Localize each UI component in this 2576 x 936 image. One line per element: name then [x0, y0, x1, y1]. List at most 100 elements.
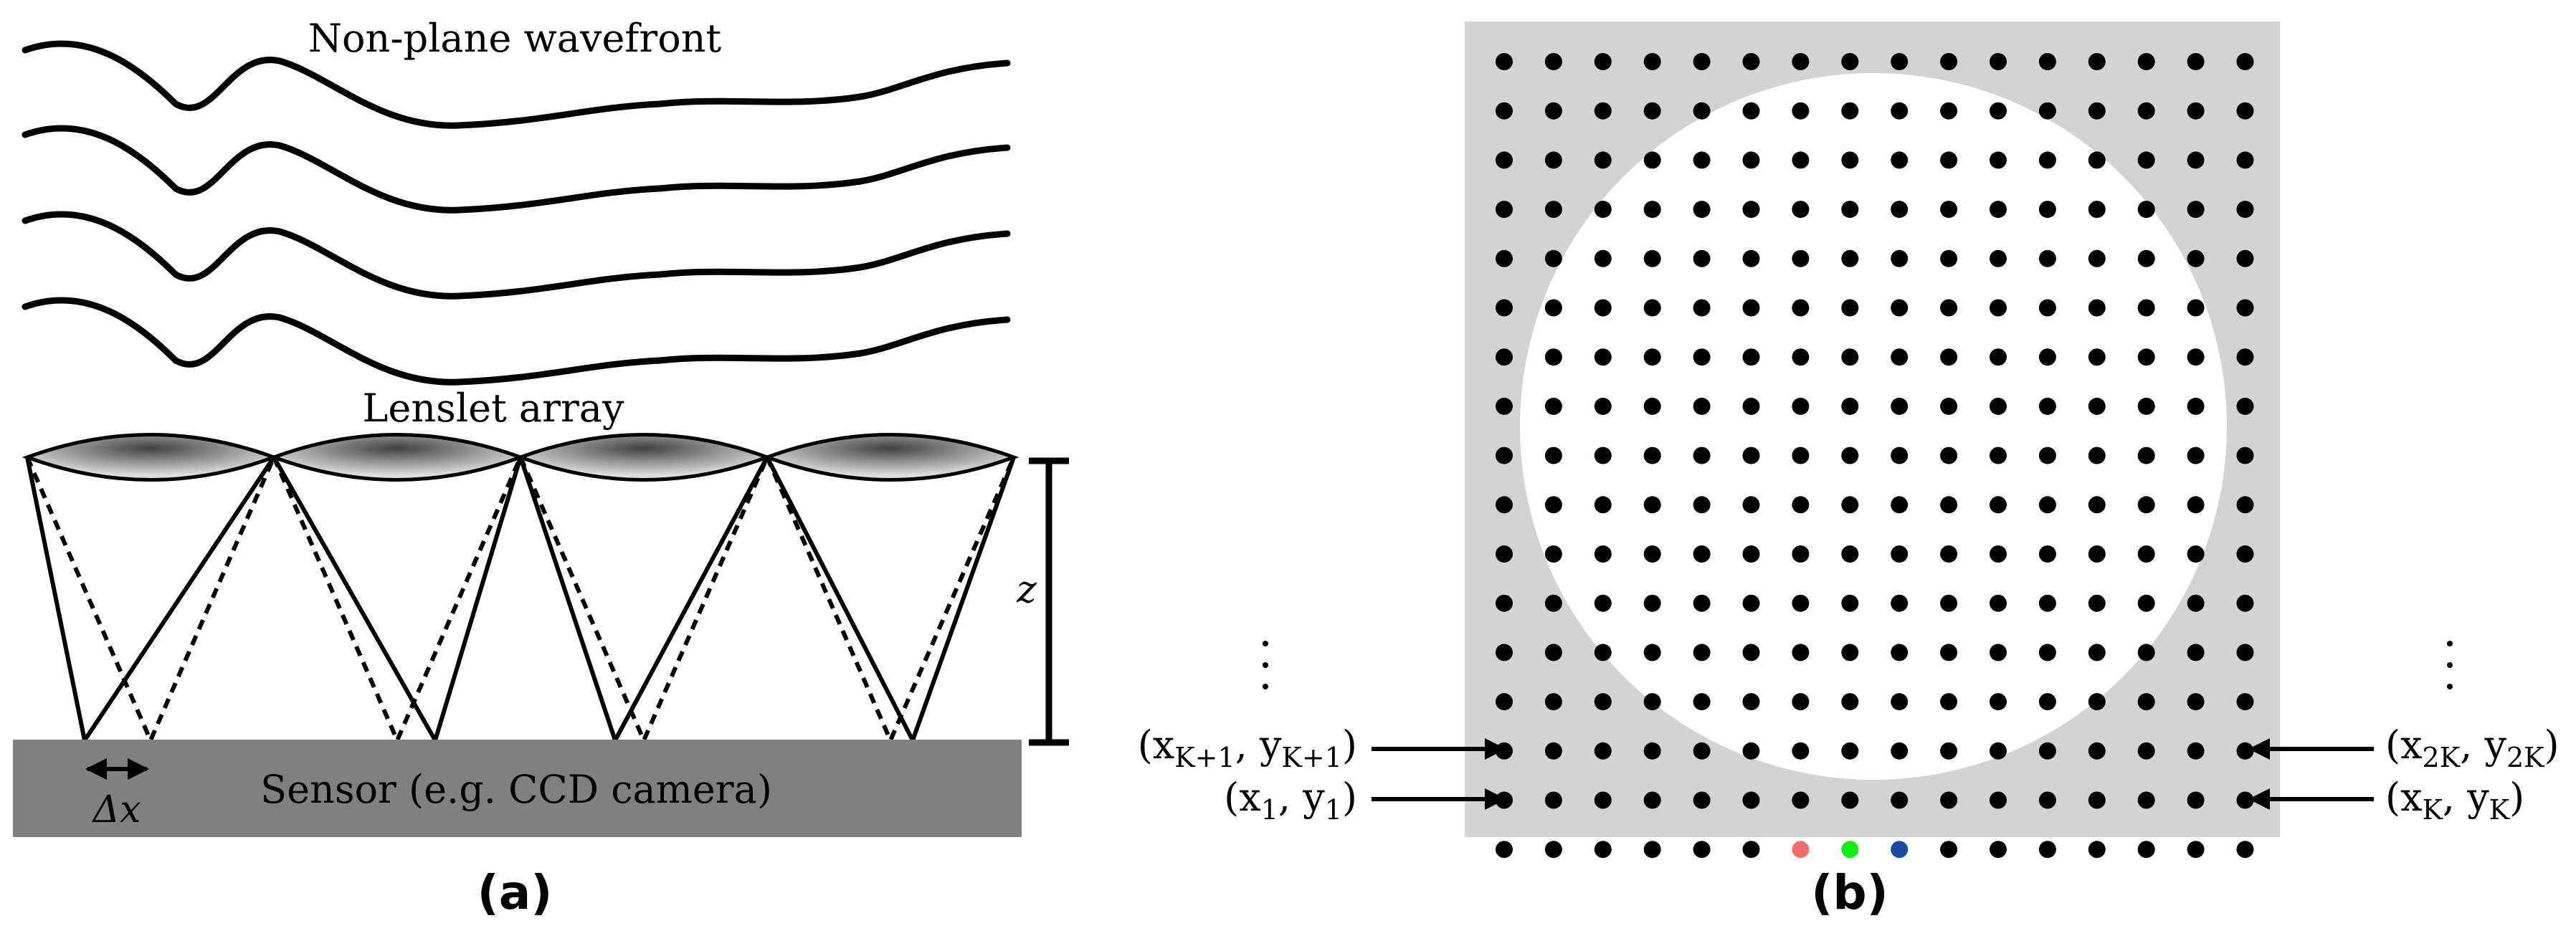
spot [1643, 151, 1661, 169]
spot [1891, 594, 1909, 612]
spot [1891, 249, 1909, 267]
ray-cone-4 [765, 456, 1016, 746]
spot [2137, 791, 2155, 809]
spot [1643, 594, 1661, 612]
spot [1990, 841, 2007, 859]
spot [1594, 742, 1612, 760]
spot [2038, 249, 2056, 267]
spot [2236, 201, 2254, 219]
spot [2236, 102, 2254, 120]
spot [2038, 496, 2056, 514]
spot [1891, 742, 1909, 760]
panel-b: (xK+1, yK+1) (x1, y1) (x2K, y2K) (xK, yK… [1138, 22, 2560, 920]
spot [2187, 201, 2205, 219]
spot [2187, 693, 2205, 711]
spot [2038, 397, 2056, 415]
spot [2088, 53, 2106, 70]
spot [2187, 791, 2205, 809]
panel-a: Non-plane wavefront Lenslet array [13, 16, 1069, 920]
spot [1496, 201, 1513, 219]
spot [1693, 693, 1711, 711]
spot [1643, 299, 1661, 317]
spot [1891, 545, 1909, 563]
spot [1594, 594, 1612, 612]
spot [2088, 496, 2106, 514]
spot [1693, 348, 1711, 366]
dx-label: Δx [92, 788, 141, 831]
spot [2088, 397, 2106, 415]
spot [1792, 348, 1810, 366]
label-right-top: (x2K, y2K) [2385, 722, 2560, 773]
spot [1940, 201, 1958, 219]
spot [1594, 201, 1612, 219]
spot [2187, 644, 2205, 662]
spot [1496, 644, 1513, 662]
spot [1841, 53, 1859, 70]
spot [1990, 496, 2007, 514]
spot [1940, 299, 1958, 317]
spot [1891, 446, 1909, 464]
label-left-bottom: (x1, y1) [1224, 775, 1357, 826]
spot [2038, 299, 2056, 317]
spot [1990, 644, 2007, 662]
ellipsis-right [2447, 641, 2453, 689]
spot [1544, 791, 1562, 809]
spot [1594, 249, 1612, 267]
spot [1544, 644, 1562, 662]
spot [1891, 299, 1909, 317]
spot [2038, 791, 2056, 809]
wavefront-title: Non-plane wavefront [308, 16, 722, 61]
spot [1940, 151, 1958, 169]
spot [2088, 742, 2106, 760]
spot [2088, 693, 2106, 711]
spot [1742, 348, 1760, 366]
spot [1940, 742, 1958, 760]
spot [2038, 446, 2056, 464]
z-dimension [1029, 457, 1069, 746]
spot [1594, 791, 1612, 809]
spot [2137, 693, 2155, 711]
spot [1544, 397, 1562, 415]
lenslet-4 [761, 433, 1020, 482]
spot [1496, 348, 1513, 366]
spot [1742, 151, 1760, 169]
spot [1643, 446, 1661, 464]
highlighted-spot [1792, 841, 1810, 859]
spot [1990, 53, 2007, 70]
spot [2038, 742, 2056, 760]
spot [1841, 545, 1859, 563]
spot [1940, 791, 1958, 809]
spot [2236, 53, 2254, 70]
spot [1544, 594, 1562, 612]
wavefront-line-4 [22, 297, 1011, 386]
spot [2088, 201, 2106, 219]
spot [1742, 594, 1760, 612]
spot [1594, 53, 1612, 70]
spot [1891, 496, 1909, 514]
spot [1940, 397, 1958, 415]
highlighted-spot [1841, 841, 1859, 859]
spot [1940, 348, 1958, 366]
spot [1891, 102, 1909, 120]
spot [1742, 249, 1760, 267]
spot [1792, 102, 1810, 120]
spot [1940, 594, 1958, 612]
spot [1643, 791, 1661, 809]
spot [1891, 201, 1909, 219]
spot [1891, 397, 1909, 415]
spot [1990, 742, 2007, 760]
spot [2088, 102, 2106, 120]
spot [1693, 201, 1711, 219]
spot [1742, 791, 1760, 809]
spot [1990, 791, 2007, 809]
wavefront-line-3 [22, 211, 1011, 300]
spot [1841, 742, 1859, 760]
spot [1990, 151, 2007, 169]
sensor [13, 740, 1022, 837]
spot [1496, 397, 1513, 415]
spot [1940, 446, 1958, 464]
spot [1841, 299, 1859, 317]
spot [1643, 249, 1661, 267]
spot [2187, 496, 2205, 514]
ray-cones [25, 456, 1016, 746]
